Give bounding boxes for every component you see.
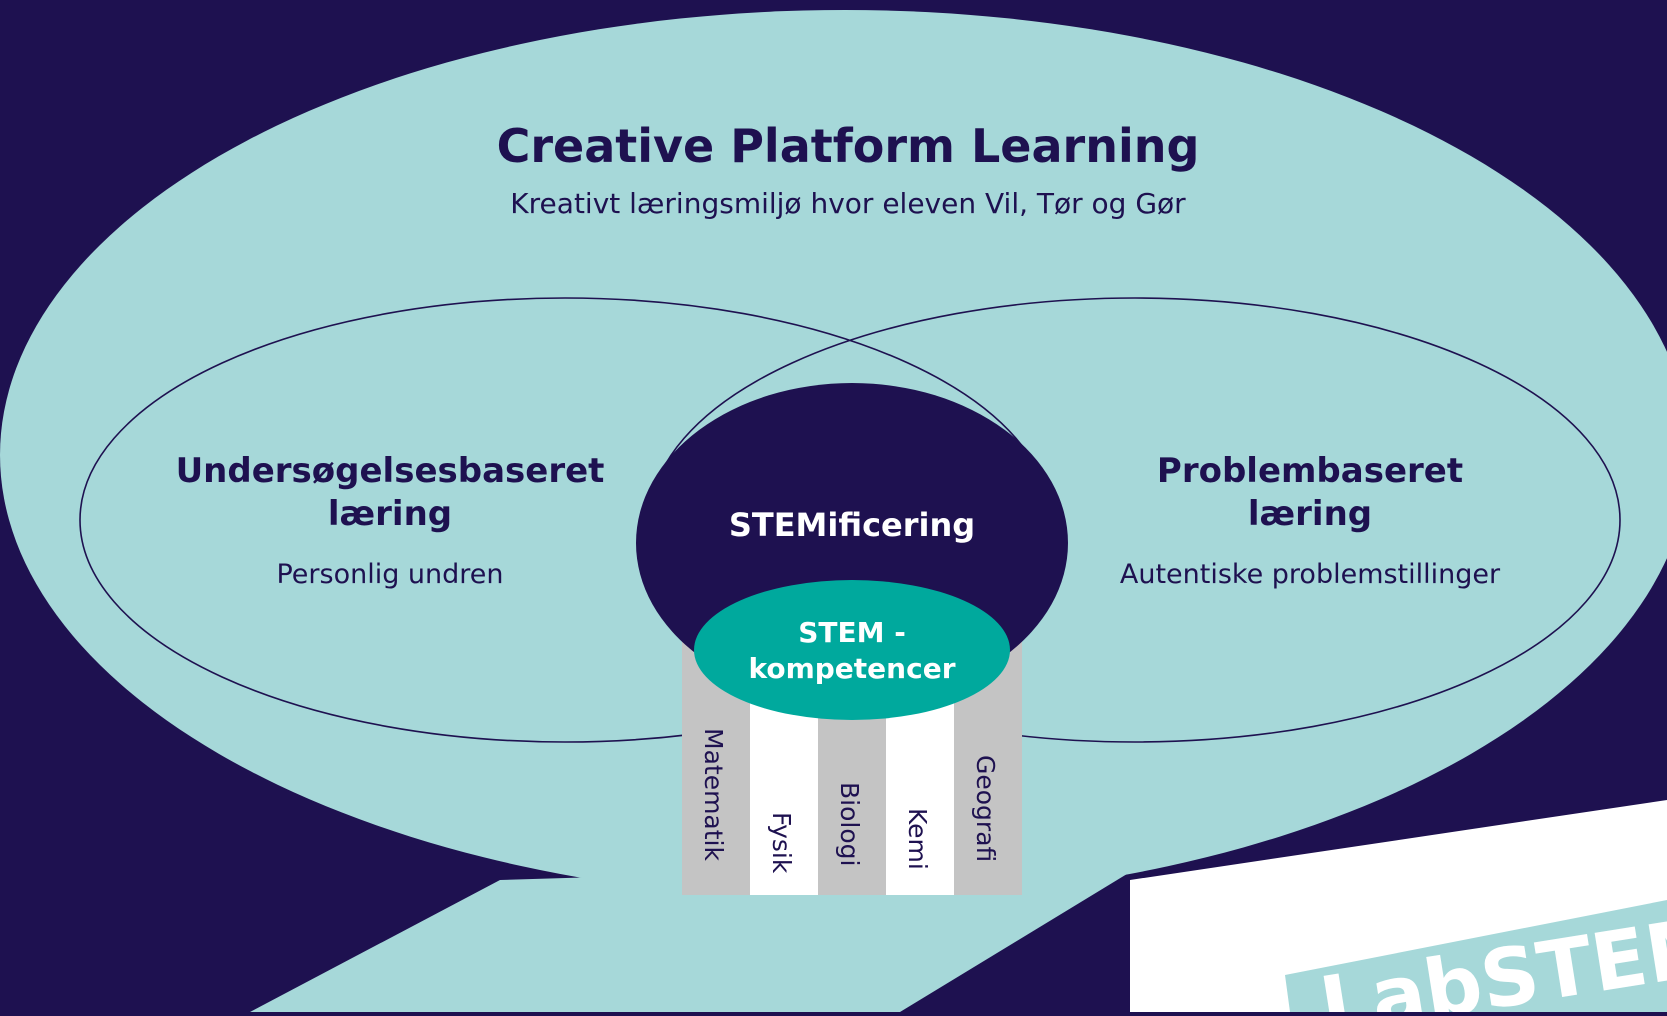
right-heading-line2: læring xyxy=(1248,494,1372,534)
subject-label-matematik: Matematik xyxy=(699,728,728,861)
diagram-subtitle: Kreativt læringsmiljø hvor eleven Vil, T… xyxy=(510,187,1186,220)
left-heading-line1: Undersøgelsesbaseret xyxy=(176,451,605,491)
stem-kompetencer-ellipse xyxy=(694,580,1010,720)
core-line2: kompetencer xyxy=(748,652,955,685)
right-heading-line1: Problembaseret xyxy=(1157,451,1463,491)
core-line1: STEM - xyxy=(798,616,906,649)
subject-label-geografi: Geografi xyxy=(971,755,1000,862)
left-heading-line2: læring xyxy=(328,494,452,534)
left-subtext: Personlig undren xyxy=(276,559,503,590)
labstem-badge: LabSTEM xyxy=(1130,800,1667,1016)
subject-label-fysik: Fysik xyxy=(767,812,796,874)
subject-label-kemi: Kemi xyxy=(903,808,932,870)
stemificering-label: STEMificering xyxy=(729,506,975,544)
right-subtext: Autentiske problemstillinger xyxy=(1120,559,1501,590)
diagram-title: Creative Platform Learning xyxy=(497,119,1200,173)
subject-label-biologi: Biologi xyxy=(835,782,864,866)
